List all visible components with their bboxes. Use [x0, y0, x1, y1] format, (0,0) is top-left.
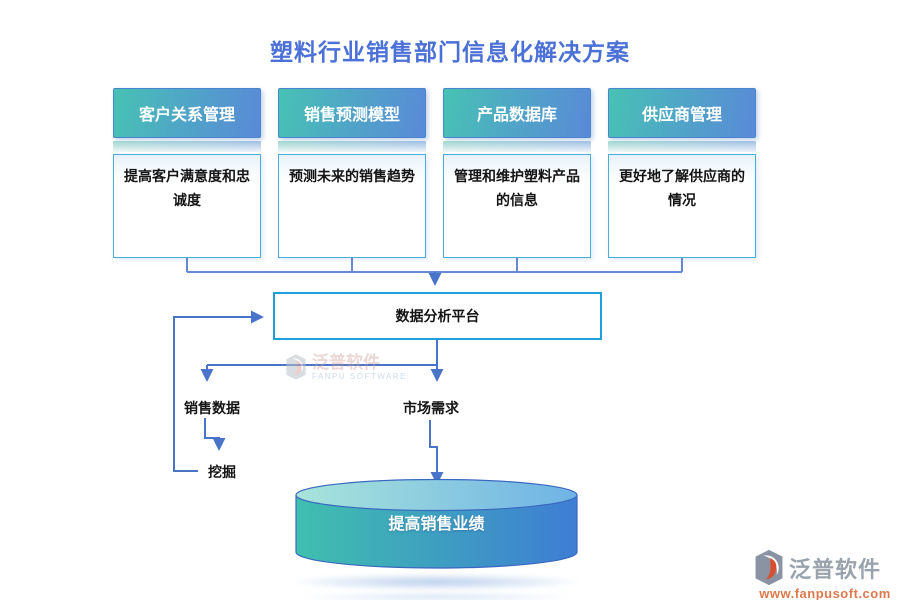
- arrow-to-mining: [204, 418, 226, 451]
- data-analysis-platform-node: 数据分析平台: [273, 292, 602, 340]
- fanpu-logo-icon: [286, 354, 306, 380]
- watermark-center: 泛普软件 FANPU SOFTWARE: [284, 353, 407, 382]
- merge-connector: [186, 258, 683, 273]
- watermark-brand: 泛普软件: [789, 556, 882, 582]
- module-header: 供应商管理: [608, 88, 756, 138]
- module-description: 提高客户满意度和忠诚度: [113, 154, 261, 258]
- module-header: 客户关系管理: [113, 88, 261, 138]
- diagram-title: 塑料行业销售部门信息化解决方案: [270, 39, 630, 65]
- module-header-reflection: [443, 141, 591, 152]
- module-description: 更好地了解供应商的情况: [608, 154, 756, 258]
- watermark-corner: 泛普软件 www.fanpusoft.com: [752, 549, 898, 600]
- watermark-url: www.fanpusoft.com: [759, 586, 891, 600]
- module-header-reflection: [608, 141, 756, 152]
- arrow-to-goal: [429, 420, 444, 485]
- module-header: 销售预测模型: [278, 88, 426, 138]
- cylinder-reflection: [295, 574, 578, 590]
- goal-label: 提高销售业绩: [388, 516, 485, 533]
- module-description: 管理和维护塑料产品的信息: [443, 154, 591, 258]
- market-demand-label: 市场需求: [403, 400, 459, 416]
- module-header: 产品数据库: [443, 88, 591, 138]
- feedback-connector: [173, 310, 264, 472]
- module-description: 预测未来的销售趋势: [278, 154, 426, 258]
- module-header-reflection: [278, 141, 426, 152]
- fanpu-logo-icon: [755, 549, 783, 586]
- goal-cylinder: [295, 478, 578, 569]
- sales-data-label: 销售数据: [184, 400, 240, 416]
- watermark-brand-en: FANPU SOFTWARE: [312, 372, 407, 381]
- watermark-brand: 泛普软件: [312, 353, 380, 372]
- mining-label: 挖掘: [208, 464, 236, 480]
- cylinder-reflection: [303, 592, 570, 600]
- module-header-reflection: [113, 141, 261, 152]
